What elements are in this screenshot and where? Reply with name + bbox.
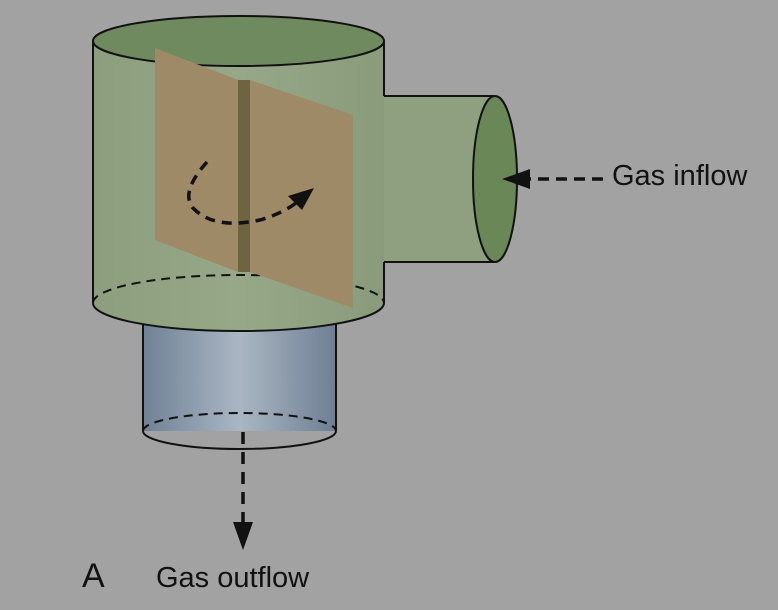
curved-dashed-arrow-icon — [187, 160, 314, 225]
vane-left-panel — [155, 48, 238, 272]
gas-inflow-label: Gas inflow — [612, 160, 748, 192]
outlet-bottom-rim-hidden — [142, 412, 337, 432]
dashed-arrow-down-icon — [233, 432, 253, 550]
panel-label: A — [82, 557, 105, 595]
gas-outflow-label: Gas outflow — [156, 562, 310, 594]
outlet-bottom-rim — [142, 430, 337, 450]
chamber-bottom-rim — [92, 302, 385, 332]
chamber-top-opening — [92, 15, 385, 67]
vane-divider — [238, 80, 250, 272]
chamber-bottom-rim-hidden — [92, 274, 385, 304]
outlet-cylinder — [142, 318, 337, 450]
dashed-arrow-left-icon — [502, 169, 603, 189]
inlet-pipe — [380, 95, 518, 263]
